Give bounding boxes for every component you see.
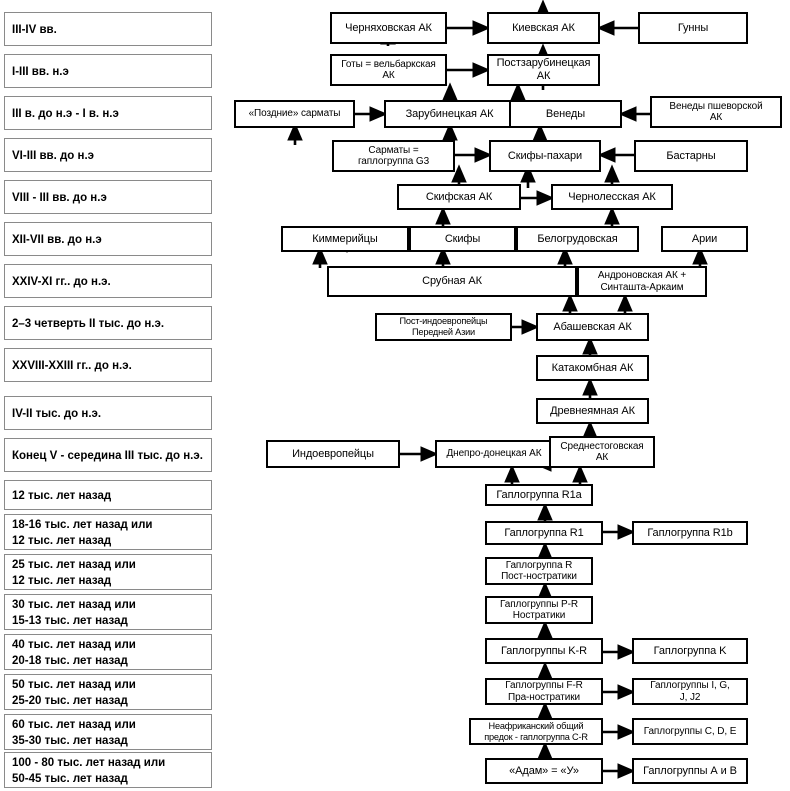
node-belogrudovskaya[interactable]: Белогрудовская (516, 226, 639, 252)
timeline-item-8: XXVIII-XXIII гг.. до н.э. (4, 348, 212, 382)
node-skify[interactable]: Скифы (409, 226, 516, 252)
node-haplogroups-i-g-j-j2[interactable]: Гаплогруппы I, G, J, J2 (632, 678, 748, 705)
node-haplogroups-kr[interactable]: Гаплогруппы K-R (485, 638, 603, 664)
timeline-item-12: 18-16 тыс. лет назад или 12 тыс. лет наз… (4, 514, 212, 550)
node-pozdnie-sarmaty[interactable]: «Поздние» сарматы (234, 100, 355, 128)
node-kimmeriytsy[interactable]: Киммерийцы (281, 226, 409, 252)
node-abashevskaya-ak[interactable]: Абашевская АК (536, 313, 649, 341)
timeline-item-11: 12 тыс. лет назад (4, 480, 212, 510)
node-nonafrican-ancestor-cr[interactable]: Неафриканский общий предок - гаплогруппа… (469, 718, 603, 745)
timeline-item-13: 25 тыс. лет назад или 12 тыс. лет назад (4, 554, 212, 590)
node-arii[interactable]: Арии (661, 226, 748, 252)
node-chernyahovskaya-ak[interactable]: Черняховская АК (330, 12, 447, 44)
node-haplogroup-r-postnostratiki[interactable]: Гаплогруппа R Пост-ностратики (485, 557, 593, 585)
timeline-item-1: I-III вв. н.э (4, 54, 212, 88)
node-post-indoevropeytsy[interactable]: Пост-индоевропейцы Передней Азии (375, 313, 512, 341)
node-haplogroup-r1[interactable]: Гаплогруппа R1 (485, 521, 603, 545)
node-kievskaya-ak[interactable]: Киевская АК (487, 12, 600, 44)
node-haplogroup-r1b[interactable]: Гаплогруппа R1b (632, 521, 748, 545)
node-gunny[interactable]: Гунны (638, 12, 748, 44)
timeline-item-15: 40 тыс. лет назад или 20-18 тыс. лет наз… (4, 634, 212, 670)
node-srubnaya-ak[interactable]: Срубная АК (327, 266, 577, 297)
node-adam-y[interactable]: «Адам» = «У» (485, 758, 603, 784)
node-haplogroups-a-and-b[interactable]: Гаплогруппы А и В (632, 758, 748, 784)
node-haplogroups-fr-pranostratiki[interactable]: Гаплогруппы F-R Пра-ностратики (485, 678, 603, 705)
node-zarubinetskaya-ak[interactable]: Зарубинецкая АК (384, 100, 515, 128)
node-skify-pahari[interactable]: Скифы-пахари (489, 140, 601, 172)
node-sarmaty-g3[interactable]: Сарматы = гаплогруппа G3 (332, 140, 455, 172)
timeline-item-18: 100 - 80 тыс. лет назад или 50-45 тыс. л… (4, 752, 212, 788)
node-haplogroup-r1a[interactable]: Гаплогруппа R1a (485, 484, 593, 506)
timeline-item-2: III в. до н.э - I в. н.э (4, 96, 212, 130)
timeline-item-14: 30 тыс. лет назад или 15-13 тыс. лет наз… (4, 594, 212, 630)
node-haplogroups-pr-nostratiki[interactable]: Гаплогруппы Р-R Ностратики (485, 596, 593, 624)
node-venedy[interactable]: Венеды (509, 100, 622, 128)
node-indoevropeytsy[interactable]: Индоевропейцы (266, 440, 400, 468)
node-skifskaya-ak[interactable]: Скифская АК (397, 184, 521, 210)
timeline-item-10: Конец V - середина III тыс. до н.э. (4, 438, 212, 472)
timeline-item-7: 2–3 четверть II тыс. до н.э. (4, 306, 212, 340)
node-chernolesskaya-ak[interactable]: Чернолесская АК (551, 184, 673, 210)
node-srednestogovskaya-ak[interactable]: Среднестоговская АК (549, 436, 655, 468)
timeline-item-4: VIII - III вв. до н.э (4, 180, 212, 214)
timeline-item-9: IV-II тыс. до н.э. (4, 396, 212, 430)
timeline-item-5: XII-VII вв. до н.э (4, 222, 212, 256)
node-katakombnaya-ak[interactable]: Катакомбная АК (536, 355, 649, 381)
node-goty-velbarskaya-ak[interactable]: Готы = вельбаркская АК (330, 54, 447, 86)
timeline-item-0: III-IV вв. (4, 12, 212, 46)
node-dnepro-donetskaya-ak[interactable]: Днепро-донецкая АК (435, 440, 553, 468)
timeline-item-16: 50 тыс. лет назад или 25-20 тыс. лет наз… (4, 674, 212, 710)
timeline-item-6: XXIV-XI гг.. до н.э. (4, 264, 212, 298)
timeline-item-3: VI-III вв. до н.э (4, 138, 212, 172)
timeline-item-17: 60 тыс. лет назад или 35-30 тыс. лет наз… (4, 714, 212, 750)
node-bastarny[interactable]: Бастарны (634, 140, 748, 172)
node-haplogroups-c-d-e[interactable]: Гаплогруппы C, D, E (632, 718, 748, 745)
node-andronovskaya-ak[interactable]: Андроновская АК + Синташта-Аркаим (577, 266, 707, 297)
node-postzarubinetskaya-ak[interactable]: Постзарубинецкая АК (487, 54, 600, 86)
node-drevneyamnaya-ak[interactable]: Древнеямная АК (536, 398, 649, 424)
node-venedy-psheworskoy-ak[interactable]: Венеды пшеворской АК (650, 96, 782, 128)
node-haplogroup-k[interactable]: Гаплогруппа K (632, 638, 748, 664)
